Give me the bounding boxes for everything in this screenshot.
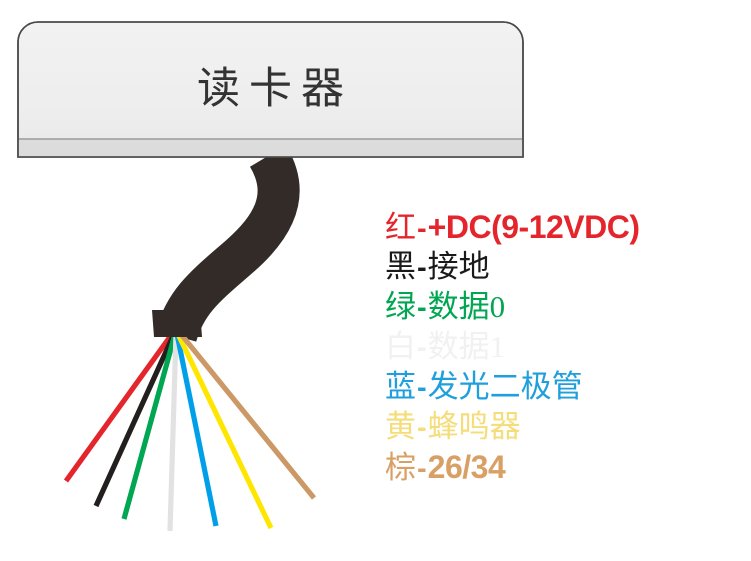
legend-row-blue: 蓝-发光二极管 xyxy=(385,367,751,407)
wire-blue xyxy=(174,333,219,527)
legend-color-name-brown: 棕 xyxy=(385,450,416,485)
legend-row-yellow: 黄-蜂鸣器 xyxy=(385,407,751,447)
wire-yellow xyxy=(175,332,274,530)
cable-boot xyxy=(152,310,202,337)
legend-dash-yellow: - xyxy=(417,412,427,444)
legend-color-name-red: 红 xyxy=(385,210,416,245)
legend-row-black: 黑-接地 xyxy=(385,247,751,287)
legend-function-green: 数据0 xyxy=(427,289,506,324)
legend-function-red: +DC(9-12VDC) xyxy=(427,209,640,245)
wire-red xyxy=(63,332,175,483)
legend-color-name-green: 绿 xyxy=(385,289,416,324)
legend-color-name-blue: 蓝 xyxy=(385,369,416,404)
cable xyxy=(155,145,300,343)
wire-black xyxy=(93,332,177,508)
legend-color-name-white: 白 xyxy=(385,329,416,364)
legend-dash-red: - xyxy=(417,213,427,245)
wire-fan xyxy=(63,331,317,532)
reader-body-outline xyxy=(17,21,524,158)
legend-function-yellow: 蜂鸣器 xyxy=(427,409,521,444)
legend-dash-green: - xyxy=(417,292,427,324)
legend-dash-black: - xyxy=(417,252,427,284)
legend-dash-white: - xyxy=(417,332,427,364)
legend-function-white: 数据1 xyxy=(427,329,506,364)
reader-title: 读卡器 xyxy=(197,66,353,113)
wire-legend: 红-+DC(9-12VDC) 黑-接地 绿-数据0 白-数据1 蓝-发光二极管 … xyxy=(385,207,751,487)
legend-function-blue: 发光二极管 xyxy=(427,369,583,404)
legend-color-name-black: 黑 xyxy=(385,249,416,284)
wire-white xyxy=(167,333,179,532)
legend-row-white: 白-数据1 xyxy=(385,327,751,367)
legend-color-name-yellow: 黄 xyxy=(385,409,416,444)
legend-row-red: 红-+DC(9-12VDC) xyxy=(385,207,751,247)
wire-brown xyxy=(177,331,317,500)
legend-row-brown: 棕-26/34 xyxy=(385,447,751,487)
legend-function-brown: 26/34 xyxy=(427,449,506,485)
legend-dash-brown: - xyxy=(417,453,427,485)
wire-green xyxy=(121,333,178,520)
reader-base-strip xyxy=(18,139,523,157)
legend-function-black: 接地 xyxy=(427,249,490,284)
legend-dash-blue: - xyxy=(417,372,427,404)
legend-row-green: 绿-数据0 xyxy=(385,287,751,327)
